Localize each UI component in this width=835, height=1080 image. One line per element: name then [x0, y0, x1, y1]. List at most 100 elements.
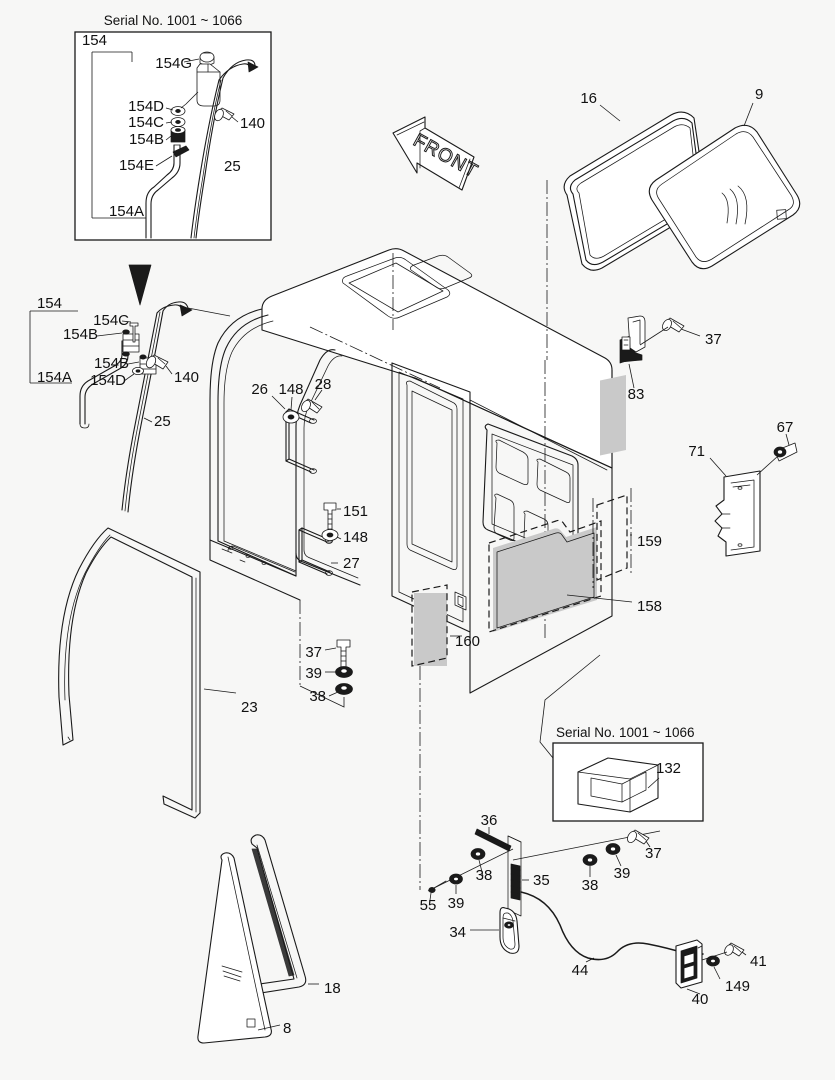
inset-callout-154: 154: [82, 32, 107, 49]
lead-154b-lower: [127, 361, 140, 365]
callout-158: 158: [637, 598, 662, 615]
bottom-hardware-assembly: 36 55 39 38 35 38 39: [420, 812, 767, 1008]
construction-line-4: [309, 326, 441, 389]
callout-26: 26: [251, 381, 268, 398]
lead-154d-main: [123, 373, 135, 382]
inset-callout-154g: 154G: [155, 55, 192, 72]
part-23-door-seal: [58, 527, 201, 819]
callout-154a: 154A: [37, 369, 72, 386]
part-148-washer-upper: [282, 410, 300, 424]
callout-39-r: 39: [614, 865, 631, 882]
callout-67: 67: [777, 419, 794, 436]
part-8-glass: [197, 852, 272, 1044]
callout-154c: 154C: [93, 312, 129, 329]
callout-160: 160: [455, 633, 480, 650]
lead-154g: [183, 58, 200, 63]
lead-26: [271, 395, 286, 410]
part-154c-washer: [170, 117, 186, 127]
group-154-bracket: [29, 310, 78, 384]
part-27-bracket: [298, 527, 333, 576]
callout-35: 35: [533, 872, 550, 889]
callout-71: 71: [688, 443, 705, 460]
group-154-main: 154 154C 154B 154B 154A 154D 140 25: [29, 295, 231, 513]
lead-8: [257, 1024, 281, 1031]
inset-callout-140: 140: [240, 115, 265, 132]
lead-154c: [165, 121, 173, 124]
part-41-bolt: [724, 942, 745, 957]
part-25-hose-main: [121, 301, 189, 513]
assembly-line-left: [427, 848, 514, 892]
callout-148-upper: 148: [278, 381, 303, 398]
part-39-washer-mid: [335, 666, 353, 678]
part-37-bolt-bottom: [627, 829, 650, 845]
lead-83: [628, 363, 635, 389]
callout-38-r: 38: [582, 877, 599, 894]
callout-159: 159: [637, 533, 662, 550]
callout-44: 44: [572, 962, 589, 979]
lead-41: [741, 951, 747, 956]
lead-stack-to-cab: [299, 685, 345, 708]
panel-160: [411, 584, 448, 667]
lead-154c-main: [121, 320, 132, 323]
lead-39-right: [615, 854, 622, 867]
glass-panel-9: [648, 124, 801, 270]
part-39-washer-right: [605, 843, 621, 855]
inset-callout-25: 25: [224, 158, 241, 175]
callout-16: 16: [580, 90, 597, 107]
callout-34: 34: [449, 924, 466, 941]
lead-37-bottom: [645, 840, 651, 848]
part-37-bolt-upper: [662, 317, 685, 333]
lead-37-mid: [324, 647, 337, 651]
callout-149: 149: [725, 978, 750, 995]
lead-71: [709, 457, 727, 477]
callout-18: 18: [324, 980, 341, 997]
panel-159: [592, 374, 632, 588]
lead-37-upper: [680, 328, 701, 337]
serial-caption-top: Serial No. 1001 ~ 1066: [104, 13, 242, 28]
part-140-bolt-main: [145, 354, 169, 370]
lead-154d: [165, 107, 174, 111]
lead-28: [314, 389, 323, 401]
lead-149: [713, 966, 721, 980]
part-40-latch: [675, 939, 703, 989]
part-18-seal: [245, 834, 307, 996]
part-39-washer-left: [449, 873, 463, 885]
part-55-pin: [428, 880, 447, 893]
part-154b-grommet: [170, 126, 186, 143]
callout-9: 9: [755, 86, 763, 103]
lead-body-stack: [180, 91, 199, 109]
inset-callout-132: 132: [656, 760, 681, 777]
inset-callout-154c: 154C: [128, 114, 164, 131]
callout-154b-lower: 154B: [94, 355, 129, 372]
lead-23: [203, 688, 237, 694]
panel-158: [488, 519, 602, 633]
part-25-hose: [190, 59, 256, 239]
part-154-body: [196, 63, 221, 107]
callout-83: 83: [628, 386, 645, 403]
serial-caption-bottom: Serial No. 1001 ~ 1066: [556, 725, 694, 740]
part-154d-washer: [170, 106, 186, 116]
callout-40: 40: [692, 991, 709, 1008]
callout-140: 140: [174, 369, 199, 386]
part-154c-screw: [129, 322, 139, 343]
part-67-grommet: [773, 442, 798, 462]
inset-callout-154d: 154D: [128, 98, 164, 115]
hose-arrow-head-main: [179, 304, 193, 317]
callout-37-upper: 37: [705, 331, 722, 348]
callout-25: 25: [154, 413, 171, 430]
callout-41: 41: [750, 953, 767, 970]
inset-top-left: 154 154G 154D 154C 154B 154E 154A 140 25…: [74, 13, 272, 241]
part-132-bezel: [577, 757, 659, 813]
callout-55: 55: [420, 897, 437, 914]
part-38-washer-mid: [335, 683, 353, 695]
lead-148-upper: [290, 396, 293, 411]
lead-140-main: [165, 365, 173, 375]
part-154a-rod: [145, 144, 181, 239]
lead-16: [599, 104, 621, 122]
inset-connector-arrow: [128, 264, 152, 306]
lead-154b: [165, 135, 172, 141]
inset-callout-154e: 154E: [119, 157, 154, 174]
part-151-bolt: [323, 502, 337, 543]
callout-39-l: 39: [448, 895, 465, 912]
